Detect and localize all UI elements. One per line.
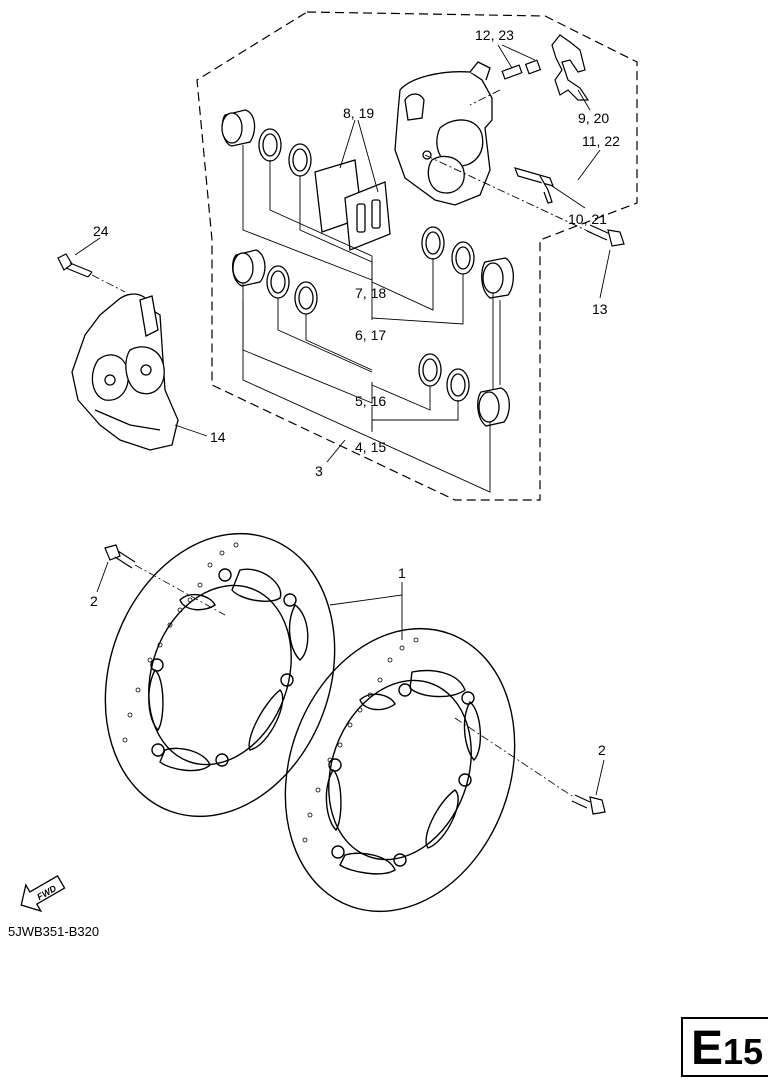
leader-lines — [74, 44, 611, 493]
callout-8-19: 8, 19 — [343, 105, 374, 121]
brake-pads — [314, 159, 391, 251]
callout-12-23: 12, 23 — [475, 27, 514, 43]
left-caliper — [71, 293, 179, 451]
bleed-screw — [501, 59, 542, 80]
callout-5-16: 5, 16 — [355, 393, 386, 409]
page-badge-number: 15 — [723, 1031, 764, 1072]
brake-disc-right — [284, 627, 516, 913]
callout-10-21: 10, 21 — [568, 211, 607, 227]
callout-14: 14 — [210, 429, 226, 445]
pin-11-22 — [514, 167, 554, 204]
callout-7-18: 7, 18 — [355, 285, 386, 301]
callout-13: 13 — [592, 301, 608, 317]
page-badge: E15 — [681, 1017, 768, 1077]
disc-leader-lines — [96, 561, 605, 796]
callout-4-15: 4, 15 — [355, 439, 386, 455]
disc-drill-holes — [122, 542, 419, 843]
bolt-24-centerline — [91, 274, 126, 293]
callout-2-right: 2 — [598, 742, 606, 758]
callout-6-17: 6, 17 — [355, 327, 386, 343]
brake-disc-left — [104, 532, 336, 818]
disc-bolt-left-centerline — [134, 564, 226, 616]
page-badge-letter: E — [691, 1022, 724, 1075]
bolt-24 — [57, 253, 93, 278]
bolt-13 — [586, 224, 625, 247]
disc-bolt-left — [104, 544, 136, 569]
diagram-code: 5JWB351-B320 — [8, 924, 100, 939]
callout-2-left: 2 — [90, 593, 98, 609]
bottom-row-parts — [231, 249, 510, 427]
callout-24: 24 — [93, 223, 109, 239]
callout-11-22: 11, 22 — [582, 133, 620, 149]
fwd-arrow-icon: FWD — [20, 875, 66, 913]
callout-9-20: 9, 20 — [578, 110, 609, 126]
caliper-body — [394, 61, 493, 206]
disc-bolt-right — [571, 794, 606, 815]
pad-spring — [551, 34, 590, 101]
caliper-assembly-boundary — [196, 11, 638, 501]
callout-1: 1 — [398, 565, 406, 581]
top-row-parts — [221, 109, 514, 299]
callout-3: 3 — [315, 463, 323, 479]
